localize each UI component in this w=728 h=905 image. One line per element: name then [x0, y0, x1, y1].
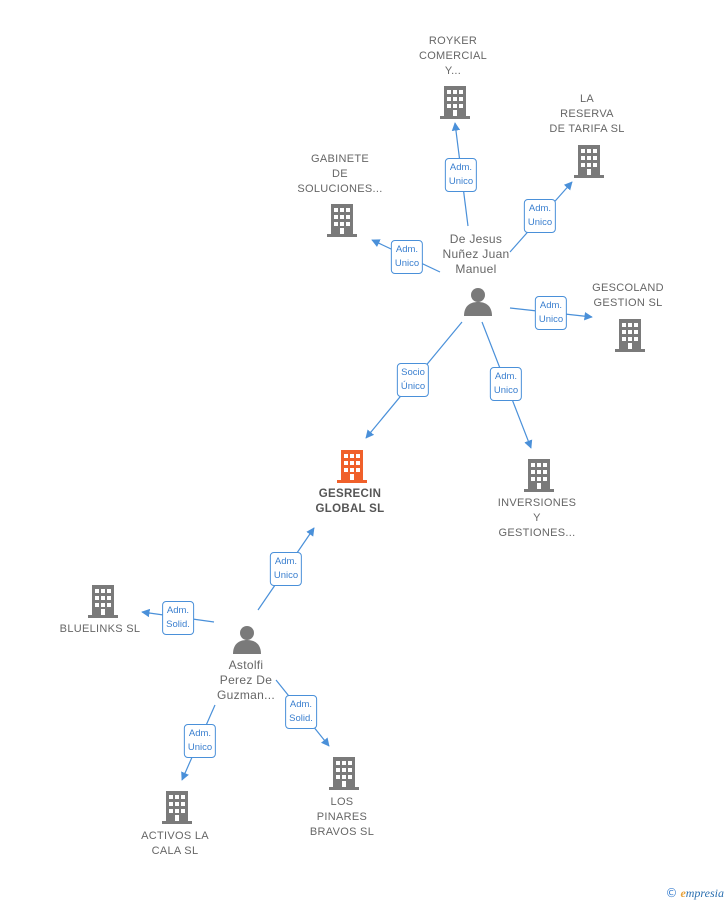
edge-label-royker[interactable]: Adm. Unico — [444, 158, 478, 192]
node-label-gabinete[interactable]: GABINETE DE SOLUCIONES... — [297, 153, 383, 195]
node-label-gesrecin[interactable]: GESRECIN GLOBAL SL — [315, 488, 385, 515]
building-icon[interactable] — [524, 457, 554, 497]
building-icon[interactable] — [88, 583, 118, 623]
edge-label-activos[interactable]: Adm. Unico — [183, 724, 217, 758]
node-label-bluelinks[interactable]: BLUELINKS SL — [59, 623, 141, 635]
node-label-pinares[interactable]: LOS PINARES BRAVOS SL — [309, 796, 375, 838]
edge-label-inversiones[interactable]: Adm. Unico — [489, 367, 523, 401]
edge-label-gescoland[interactable]: Adm. Unico — [534, 296, 568, 330]
building-icon[interactable] — [615, 317, 645, 357]
edge-label-gabinete[interactable]: Adm. Unico — [390, 240, 424, 274]
copyright-icon: © — [665, 886, 678, 900]
edge-label-lareserva[interactable]: Adm. Unico — [523, 199, 557, 233]
node-label-lareserva[interactable]: LA RESERVA DE TARIFA SL — [549, 93, 625, 135]
main-building-icon[interactable] — [337, 448, 367, 488]
node-label-inversiones[interactable]: INVERSIONES Y GESTIONES... — [497, 497, 577, 539]
building-icon[interactable] — [440, 84, 470, 124]
building-icon[interactable] — [329, 755, 359, 795]
node-label-activos[interactable]: ACTIVOS LA CALA SL — [141, 830, 209, 857]
edge-label-socio[interactable]: Socio Único — [396, 363, 430, 397]
edge-label-gesrecin-astolfi[interactable]: Adm. Unico — [269, 552, 303, 586]
edge-label-bluelinks[interactable]: Adm. Solid. — [162, 601, 194, 635]
brand-initial: e — [680, 886, 686, 900]
node-label-gescoland[interactable]: GESCOLAND GESTION SL — [592, 282, 664, 309]
building-icon[interactable] — [327, 202, 357, 242]
node-label-royker[interactable]: ROYKER COMERCIAL Y... — [418, 35, 488, 77]
edge-label-pinares[interactable]: Adm. Solid. — [285, 695, 317, 729]
person-icon[interactable] — [232, 624, 262, 659]
person-icon[interactable] — [463, 286, 493, 321]
node-label-dejesus[interactable]: De Jesus Nuñez Juan Manuel — [442, 232, 510, 276]
building-icon[interactable] — [162, 789, 192, 829]
brand-name: mpresia — [685, 886, 724, 900]
brand-footer: ©empresia — [665, 886, 724, 901]
node-label-astolfi[interactable]: Astolfi Perez De Guzman... — [216, 658, 276, 702]
building-icon[interactable] — [574, 143, 604, 183]
